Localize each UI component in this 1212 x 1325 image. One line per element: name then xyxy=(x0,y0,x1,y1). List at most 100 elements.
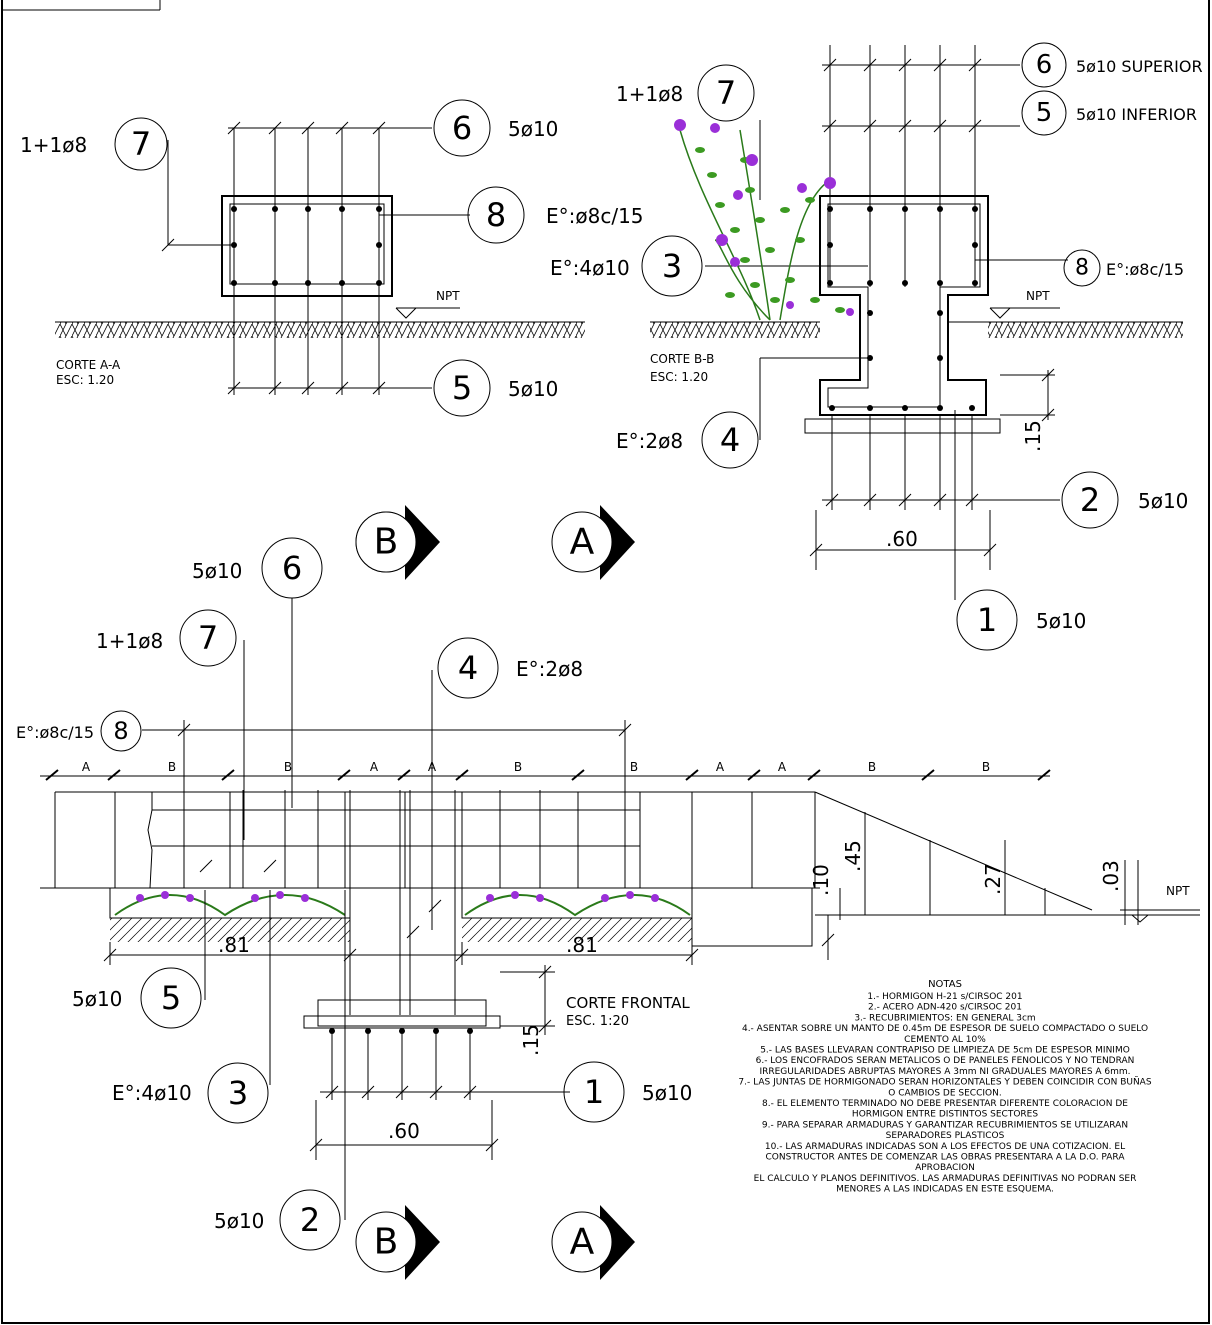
svg-text:E°:ø8c/15: E°:ø8c/15 xyxy=(16,723,94,742)
svg-text:8: 8 xyxy=(486,196,506,234)
svg-text:5ø10: 5ø10 xyxy=(72,987,122,1011)
svg-text:5ø10: 5ø10 xyxy=(192,559,242,583)
callout-4-fr: 4 E°:2ø8 xyxy=(431,637,583,930)
segment-label: B xyxy=(514,760,522,774)
svg-text:E°:2ø8: E°:2ø8 xyxy=(616,429,683,453)
dim-fr-81b: .81 xyxy=(566,933,598,957)
callout-2-bb: 2 5ø10 xyxy=(1061,471,1188,529)
dim-fr-60: .60 xyxy=(388,1119,420,1143)
svg-text:E°:ø8c/15: E°:ø8c/15 xyxy=(546,204,644,228)
svg-text:1+1ø8: 1+1ø8 xyxy=(96,629,163,653)
callout-7-fr: 7 1+1ø8 xyxy=(96,609,245,840)
svg-text:A: A xyxy=(570,522,595,563)
svg-text:5ø10: 5ø10 xyxy=(508,377,558,401)
segment-label: B xyxy=(168,760,176,774)
callout-8-aa: 8 E°:ø8c/15 xyxy=(467,186,644,244)
note-line: 9.- PARA SEPARAR ARMADURAS Y GARANTIZAR … xyxy=(762,1120,1128,1130)
svg-text:B: B xyxy=(374,522,399,563)
note-line: 6.- LOS ENCOFRADOS SERAN METALICOS O DE … xyxy=(756,1056,1135,1066)
callout-2-fr: 2 5ø10 xyxy=(214,1189,341,1251)
svg-text:5ø10: 5ø10 xyxy=(1138,489,1188,513)
svg-text:5ø10 INFERIOR: 5ø10 INFERIOR xyxy=(1076,105,1197,124)
svg-text:7: 7 xyxy=(198,619,218,657)
notes-block: NOTAS 1.- HORMIGON H-21 s/CIRSOC 2012.- … xyxy=(738,979,1151,1195)
svg-text:1+1ø8: 1+1ø8 xyxy=(20,133,87,157)
dim-fr-15: .15 xyxy=(519,1024,543,1056)
svg-text:7: 7 xyxy=(131,125,151,163)
svg-text:5ø10: 5ø10 xyxy=(1036,609,1086,633)
segment-label: A xyxy=(82,760,91,774)
note-line: APROBACION xyxy=(915,1163,975,1173)
svg-text:A: A xyxy=(570,1222,595,1263)
note-line: IRREGULARIDADES ABRUPTAS MAYORES A 3mm N… xyxy=(759,1067,1130,1077)
segment-label: B xyxy=(284,760,292,774)
svg-text:8: 8 xyxy=(113,717,128,745)
svg-text:2: 2 xyxy=(300,1201,320,1239)
scale-corte-frontal: ESC. 1:20 xyxy=(566,1014,629,1029)
title-corte-frontal: CORTE FRONTAL xyxy=(566,994,690,1012)
callout-6-fr: 6 5ø10 xyxy=(192,537,323,808)
npt-marker-aa: NPT xyxy=(395,289,460,319)
dim-fr-10: .10 xyxy=(809,864,833,896)
callout-6-aa: 6 5ø10 xyxy=(433,99,558,157)
svg-text:E°:ø8c/15: E°:ø8c/15 xyxy=(1106,260,1184,279)
title-corte-b-b: CORTE B-B xyxy=(650,352,714,366)
note-line: EL CALCULO Y PLANOS DEFINITIVOS. LAS ARM… xyxy=(754,1174,1137,1184)
svg-text:3: 3 xyxy=(228,1074,248,1112)
dim-fr-27: .27 xyxy=(981,863,1005,895)
svg-text:5ø10 SUPERIOR: 5ø10 SUPERIOR xyxy=(1076,57,1203,76)
callout-3-fr: 3 E°:4ø10 xyxy=(112,1062,269,1124)
callout-3-bb: 3 E°:4ø10 xyxy=(550,235,703,297)
callout-1-bb: 1 5ø10 xyxy=(956,589,1086,651)
npt-marker-bb: NPT xyxy=(989,289,1060,319)
section-marker-b-top: B xyxy=(355,505,440,580)
npt-frontal: NPT xyxy=(1166,884,1190,898)
callout-4-bb: 4 E°:2ø8 xyxy=(616,411,759,469)
callout-6-bb: 6 5ø10 SUPERIOR xyxy=(1021,42,1203,88)
svg-text:4: 4 xyxy=(720,421,740,459)
note-line: 4.- ASENTAR SOBRE UN MANTO DE 0.45m DE E… xyxy=(742,1024,1148,1034)
svg-text:4: 4 xyxy=(458,649,478,687)
dim-fr-03: .03 xyxy=(1099,860,1123,892)
svg-text:5ø10: 5ø10 xyxy=(214,1209,264,1233)
scale-corte-b-b: ESC: 1.20 xyxy=(650,370,708,384)
section-b-b: NPT CORTE B-B ESC: 1.20 .15 .60 7 1+1ø8 … xyxy=(550,42,1203,651)
svg-text:6: 6 xyxy=(282,549,302,587)
note-line: MENORES A LAS INDICADAS EN ESTE ESQUEMA. xyxy=(836,1185,1054,1195)
title-corte-a-a: CORTE A-A xyxy=(56,358,121,372)
dim-bb-60: .60 xyxy=(886,527,918,551)
note-line: 2.- ACERO ADN-420 s/CIRSOC 201 xyxy=(868,1003,1022,1013)
svg-text:1+1ø8: 1+1ø8 xyxy=(616,82,683,106)
svg-text:2: 2 xyxy=(1080,481,1100,519)
scale-corte-a-a: ESC: 1.20 xyxy=(56,373,114,387)
svg-text:NPT: NPT xyxy=(436,289,460,303)
svg-text:5: 5 xyxy=(161,979,181,1017)
section-a-a: NPT CORTE A-A ESC: 1.20 7 1+1ø8 6 5ø10 8… xyxy=(20,99,644,417)
section-marker-a-bottom: A xyxy=(551,1205,635,1280)
svg-text:6: 6 xyxy=(452,109,472,147)
note-line: SEPARADORES PLASTICOS xyxy=(886,1131,1005,1141)
section-marker-b-bottom: B xyxy=(355,1205,440,1280)
rebar-dots-aa xyxy=(231,206,382,286)
section-marker-a-top: A xyxy=(551,505,635,580)
svg-text:B: B xyxy=(374,1222,399,1263)
svg-text:3: 3 xyxy=(662,247,682,285)
segment-label: A xyxy=(370,760,379,774)
note-line: 3.- RECUBRIMIENTOS: EN GENERAL 3cm xyxy=(854,1013,1035,1023)
dim-bb-15: .15 xyxy=(1021,420,1045,452)
note-line: 5.- LAS BASES LLEVARAN CONTRAPISO DE LIM… xyxy=(760,1046,1130,1056)
note-line: 1.- HORMIGON H-21 s/CIRSOC 201 xyxy=(867,992,1022,1002)
segment-label: B xyxy=(868,760,876,774)
dim-fr-45: .45 xyxy=(841,840,865,872)
svg-text:5ø10: 5ø10 xyxy=(508,117,558,141)
callout-5-bb: 5 5ø10 INFERIOR xyxy=(1021,90,1197,136)
note-line: 8.- EL ELEMENTO TERMINADO NO DEBE PRESEN… xyxy=(762,1099,1128,1109)
svg-text:1: 1 xyxy=(977,601,997,639)
note-line: 7.- LAS JUNTAS DE HORMIGONADO SERAN HORI… xyxy=(738,1077,1151,1088)
segment-label: B xyxy=(630,760,638,774)
callout-8-fr: 8 E°:ø8c/15 xyxy=(16,710,150,752)
svg-text:E°:2ø8: E°:2ø8 xyxy=(516,657,583,681)
plant-decoration-frontal xyxy=(114,891,691,917)
